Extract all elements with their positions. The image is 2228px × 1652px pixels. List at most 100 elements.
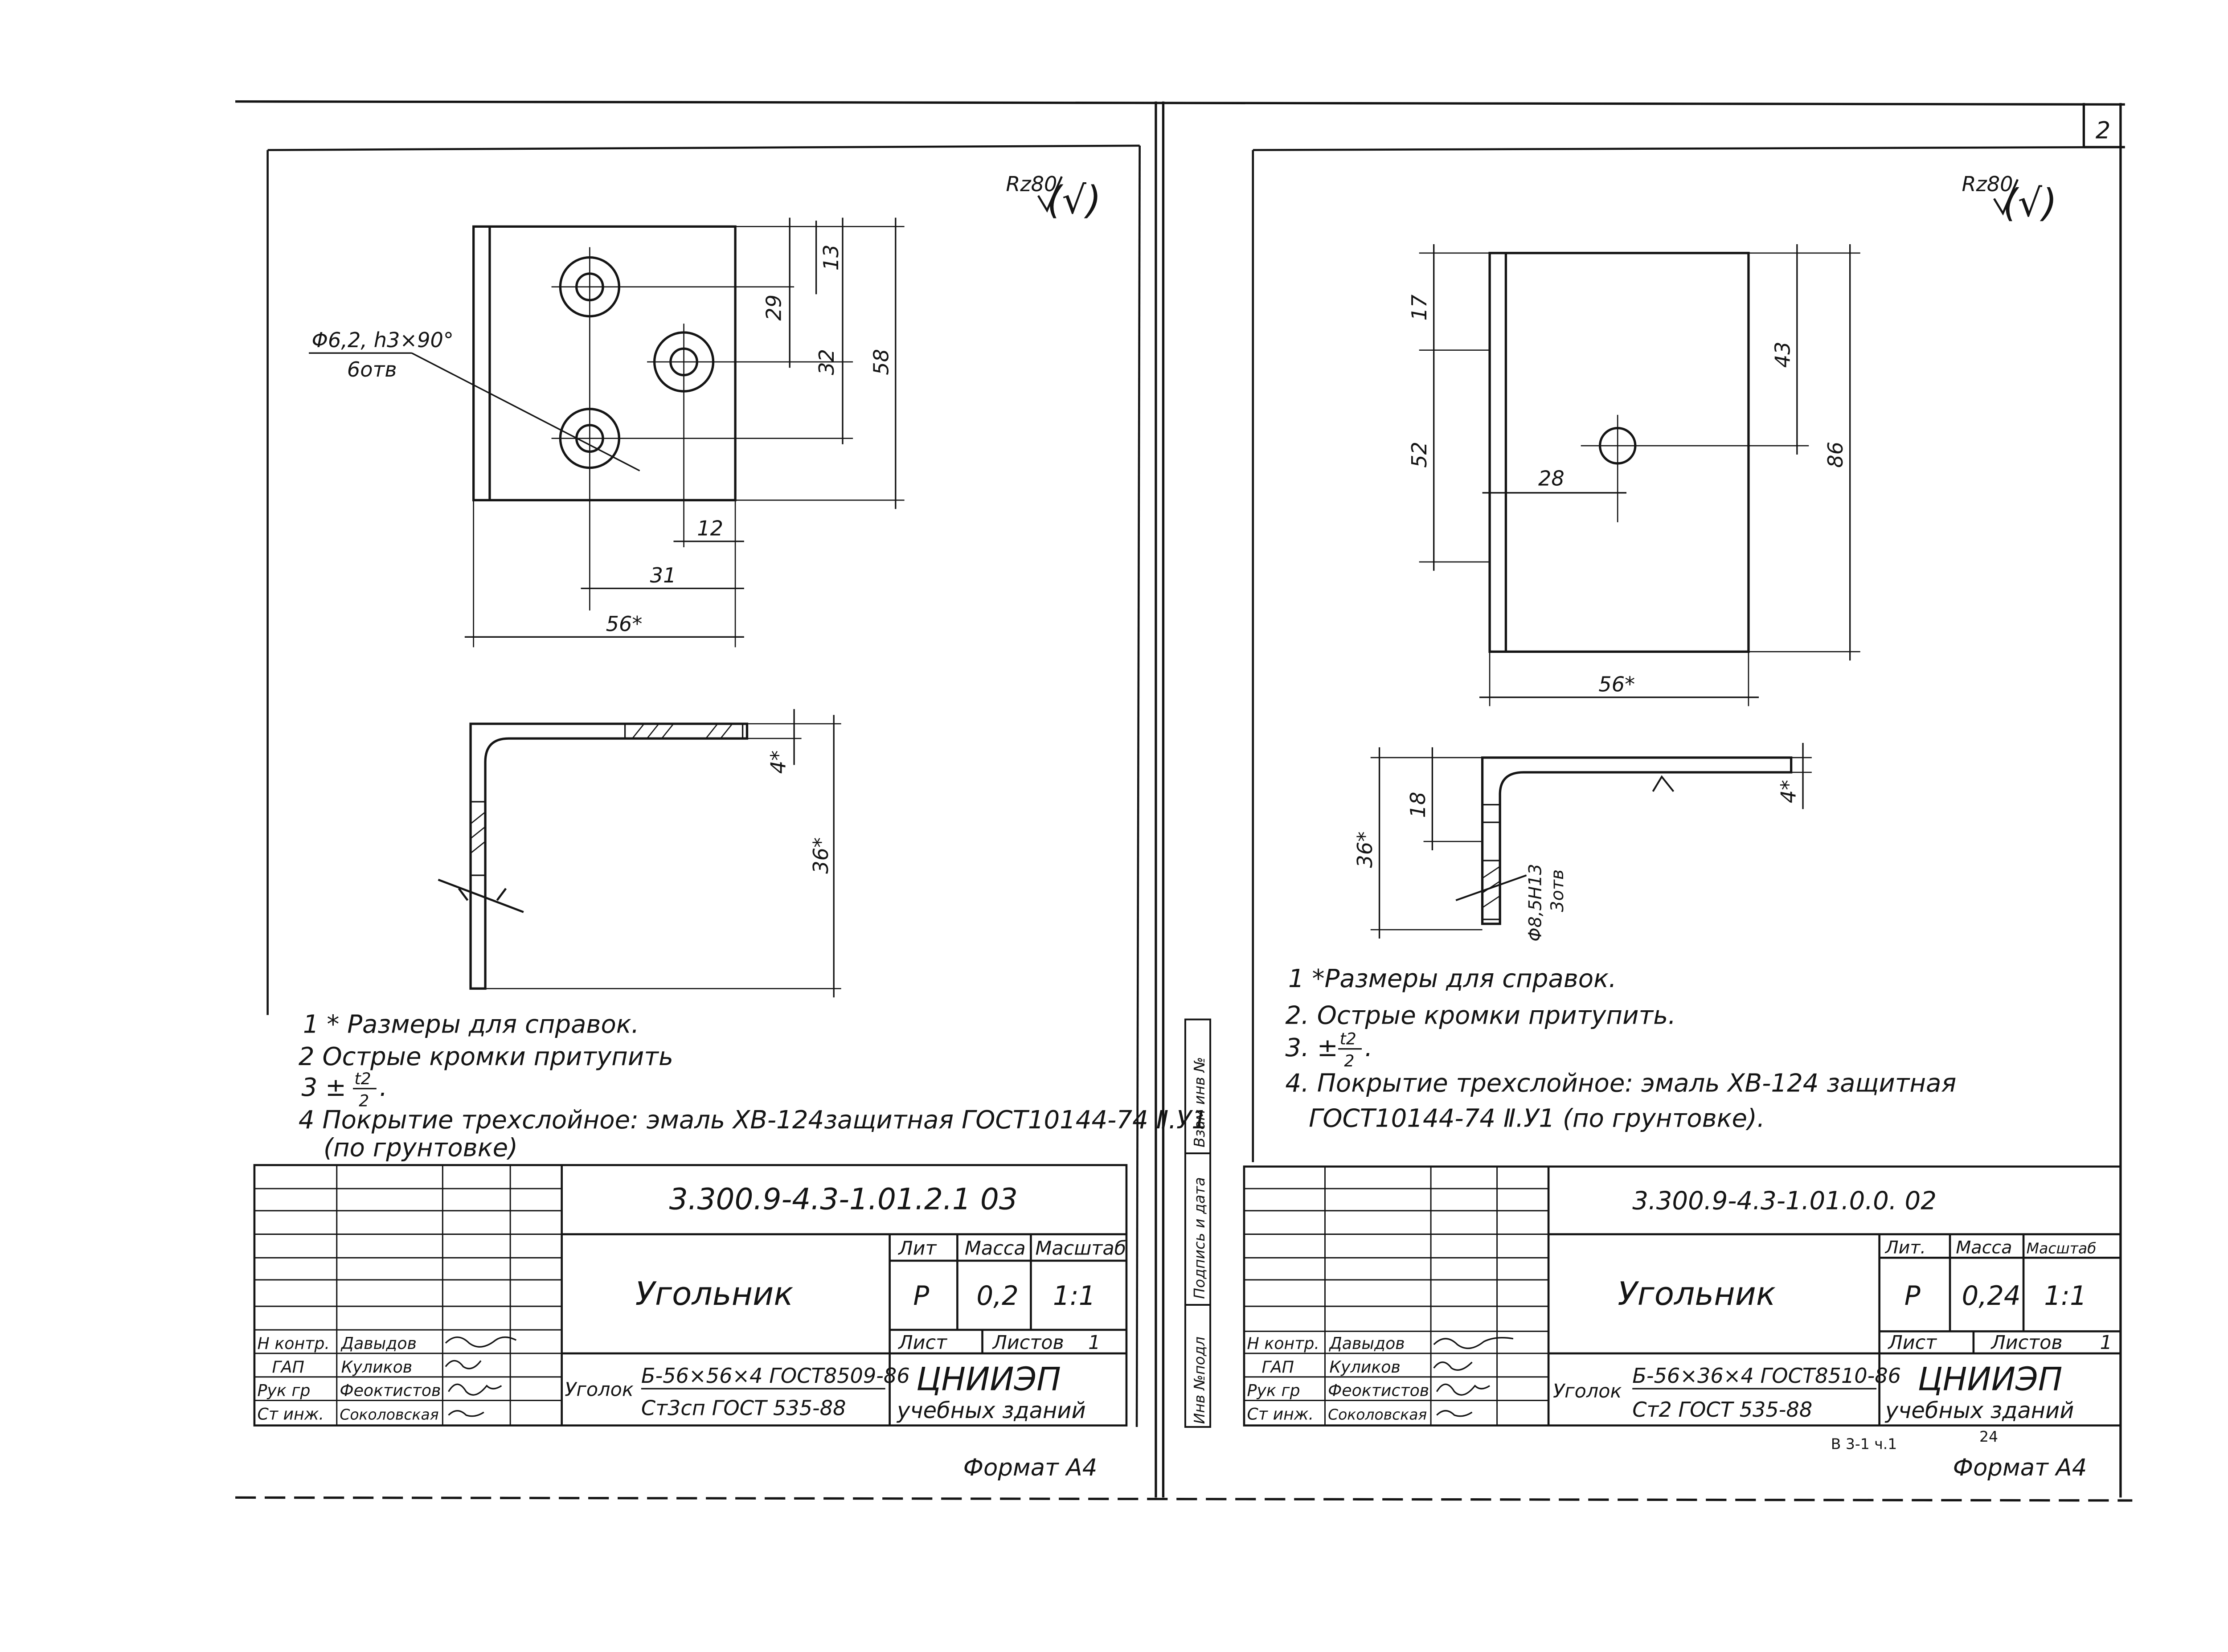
right-note-2: 2. Острые кромки притупить.: [1285, 1001, 1676, 1030]
left-material-top: Б-56×56×4 ГОСТ8509-86: [641, 1364, 910, 1388]
right-page-ref: 24: [1979, 1428, 1998, 1445]
left-note-3: 3 ±: [302, 1073, 347, 1102]
left-name-kulikov: Куликов: [341, 1357, 413, 1377]
left-designation: 3.300.9-4.3-1.01.2.1 03: [669, 1182, 1018, 1216]
right-hole-count: 3отв: [1547, 869, 1568, 912]
right-side-stamp: [1184, 1018, 1212, 1428]
right-inner-frame: [1252, 146, 2121, 1162]
left-dim-36: 36*: [809, 837, 833, 874]
right-dim-36: 36*: [1353, 832, 1377, 868]
left-tol-end: .: [379, 1073, 387, 1102]
left-name-sokolovskaya: Соколовская: [340, 1406, 438, 1423]
left-lit-header: Лит: [897, 1238, 937, 1260]
left-tol-den: 2: [359, 1091, 369, 1110]
side-label-sign-date: Подпись и дата: [1191, 1177, 1208, 1299]
left-sheets-label: Листов: [992, 1332, 1064, 1354]
left-dim-32: 32: [815, 349, 839, 375]
left-part-name: Угольник: [635, 1275, 794, 1313]
left-tol-num: t2: [354, 1069, 371, 1088]
right-dim-56: 56*: [1598, 672, 1635, 696]
right-material-bot: Ст2 ГОСТ 535-88: [1632, 1398, 1812, 1422]
left-note-4b: (по грунтовке): [324, 1134, 518, 1163]
left-role-rukgr: Рук гр: [258, 1381, 311, 1400]
left-note-4: 4 Покрытие трехслойное: эмаль ХВ-124защи…: [299, 1106, 1208, 1135]
left-dim-4: 4*: [766, 750, 790, 774]
right-dim-28: 28: [1538, 466, 1565, 490]
left-format: Формат А4: [963, 1454, 1098, 1481]
right-note-3: 3. ±: [1285, 1033, 1338, 1062]
right-notes: 1 *Размеры для справок. 2. Острые кромки…: [1285, 964, 1956, 1133]
right-name-davydov: Давыдов: [1328, 1334, 1405, 1353]
left-dim-29: 29: [762, 295, 786, 321]
right-dim-52: 52: [1407, 442, 1431, 468]
right-dim-18: 18: [1406, 792, 1430, 818]
right-role-stinzh: Ст инж.: [1247, 1404, 1314, 1423]
left-name-davydov: Давыдов: [340, 1334, 417, 1353]
left-role-gap: ГАП: [272, 1357, 304, 1377]
left-roughness: Rz80: [1006, 172, 1057, 196]
left-role-stinzh: Ст инж.: [258, 1404, 324, 1423]
left-scale-value: 1:1: [1053, 1281, 1096, 1312]
right-role-rukgr: Рук гр: [1247, 1381, 1300, 1400]
right-lit-header: Лит.: [1884, 1237, 1926, 1258]
left-name-feoktistov: Феоктистов: [340, 1381, 441, 1400]
left-roughness-mark: [1037, 176, 1063, 213]
right-note-4: 4. Покрытие трехслойное: эмаль ХВ-124 за…: [1285, 1069, 1956, 1098]
right-title-block: [1243, 1165, 2122, 1427]
right-roughness-mark: [1993, 179, 2019, 216]
left-scale-header: Масштаб: [1035, 1238, 1126, 1260]
right-dim-43: 43: [1770, 341, 1794, 368]
right-roughness: Rz80: [1962, 172, 2013, 196]
left-title-block: [253, 1164, 1128, 1427]
left-sheets-value: 1: [1088, 1332, 1100, 1354]
right-sheets-value: 1: [2100, 1332, 2112, 1354]
side-label-zam-inv: Взам инв №: [1191, 1057, 1208, 1148]
right-signatures: [1433, 1337, 1514, 1417]
left-dim-56: 56*: [606, 612, 643, 636]
left-mass-header: Масса: [965, 1238, 1026, 1260]
right-roughness-check: (√): [2003, 181, 2057, 225]
left-material-bot: Ст3сп ГОСТ 535-88: [641, 1396, 846, 1420]
right-name-sokolovskaya: Соколовская: [1328, 1406, 1427, 1423]
right-sheet-label: Лист: [1887, 1332, 1937, 1354]
right-scale-value: 1:1: [2044, 1281, 2087, 1312]
left-roughness-check: (√): [1047, 178, 1102, 223]
left-signatures: [445, 1336, 517, 1417]
left-dim-12: 12: [697, 517, 723, 541]
right-format: Формат А4: [1953, 1454, 2087, 1481]
left-hole-callout: Φ6,2, h3×90°: [312, 328, 454, 352]
right-tol-end: .: [1365, 1033, 1373, 1062]
right-material-label: Уголок: [1553, 1380, 1622, 1402]
right-tol-num: t2: [1339, 1029, 1356, 1049]
left-material-label: Уголок: [565, 1379, 634, 1401]
left-dim-31: 31: [650, 563, 676, 587]
right-mass-value: 0,24: [1962, 1281, 2020, 1312]
side-label-inv: Инв №подл: [1191, 1336, 1208, 1424]
right-name-feoktistov: Феоктистов: [1328, 1381, 1429, 1400]
right-note-1: 1 *Размеры для справок.: [1288, 964, 1617, 993]
left-note-2: 2 Острые кромки притупить: [299, 1042, 673, 1071]
right-dim-4: 4*: [1777, 780, 1801, 803]
right-lit-value: Р: [1904, 1281, 1921, 1312]
right-name-kulikov: Куликов: [1329, 1357, 1401, 1377]
right-section-view: [1370, 742, 1812, 939]
left-mass-value: 0,2: [976, 1281, 1018, 1312]
right-series-ref: В 3-1 ч.1: [1831, 1435, 1897, 1452]
left-org-name: ЦНИИЭП: [916, 1361, 1061, 1398]
right-hole-callout: Φ8,5Н13: [1525, 864, 1546, 941]
left-notes: 1 * Размеры для справок. 2 Острые кромки…: [299, 1010, 1208, 1162]
right-role-nkontr: Н контр.: [1247, 1334, 1319, 1353]
left-plan-view: [309, 217, 905, 648]
left-org-sub: учебных зданий: [896, 1398, 1086, 1423]
left-lit-value: Р: [913, 1281, 929, 1312]
right-dim-86: 86: [1823, 442, 1847, 468]
right-designation: 3.300.9-4.3-1.01.0.0. 02: [1632, 1186, 1937, 1215]
left-hole-count: 6отв: [347, 357, 397, 381]
sheet-frame: [235, 100, 2133, 1502]
left-drawing: Rz80 (√): [253, 144, 1208, 1481]
left-inner-frame: [266, 144, 1141, 1427]
left-role-nkontr: Н контр.: [258, 1334, 330, 1353]
right-mass-header: Масса: [1956, 1237, 2012, 1258]
right-org-sub: учебных зданий: [1884, 1398, 2074, 1423]
